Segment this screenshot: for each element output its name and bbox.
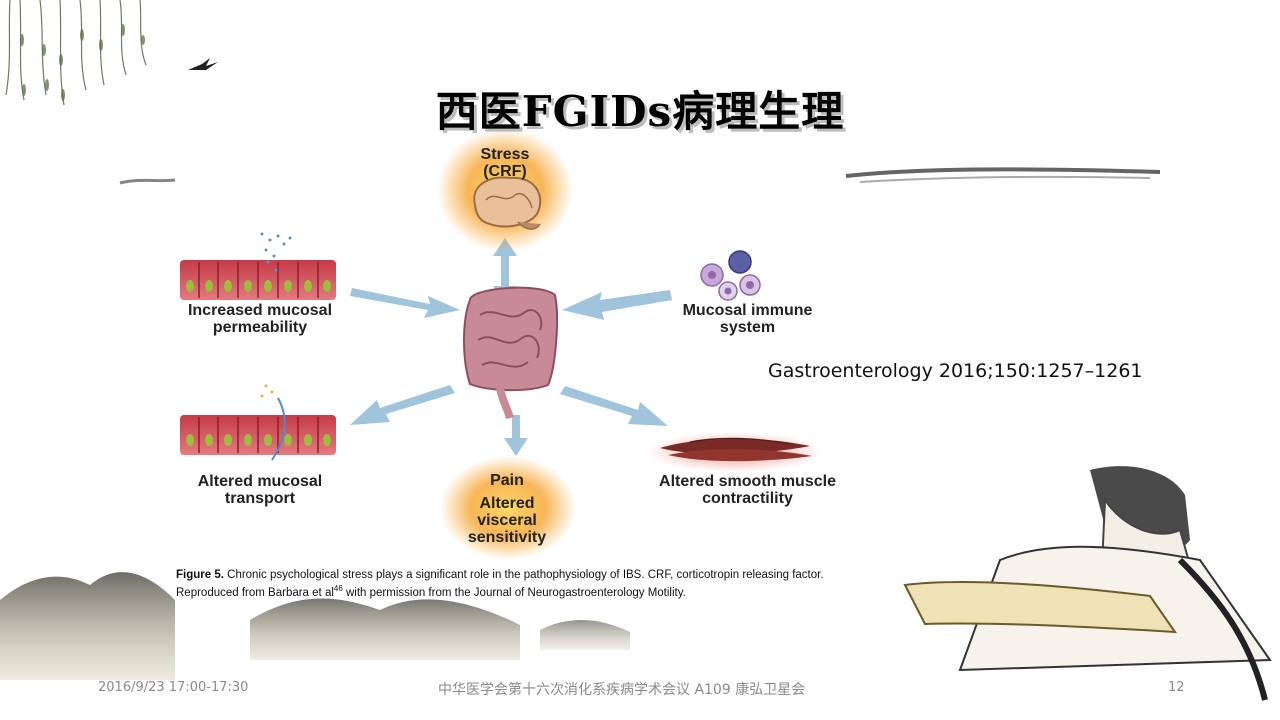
smooth-muscle-icon	[647, 432, 823, 472]
label-contractility-line1: Altered smooth muscle	[659, 473, 836, 490]
slide-title: 西医FGIDs病理生理	[435, 87, 845, 136]
label-pain-line4: sensitivity	[467, 529, 547, 546]
label-pain: Pain Altered visceral sensitivity	[448, 472, 566, 546]
label-transport-line2: transport	[224, 490, 296, 507]
figure-caption: Figure 5. Chronic psychological stress p…	[176, 568, 840, 600]
immune-cells-icon	[700, 250, 761, 301]
epithelium-cells-bottom	[180, 384, 336, 461]
label-pain-line3: visceral	[477, 512, 537, 529]
label-contractility-line2: contractility	[702, 490, 793, 507]
label-stress-line2: (CRF)	[483, 163, 527, 180]
label-immune-line1: Mucosal immune	[682, 302, 813, 319]
caption-text-b: with permission from the Journal of Neur…	[342, 586, 686, 599]
bird-icon	[188, 58, 218, 70]
label-stress: Stress (CRF)	[455, 146, 555, 180]
pain-glow	[440, 456, 576, 560]
label-immune-line2: system	[719, 319, 776, 336]
caption-text-a: Chronic psychological stress plays a sig…	[176, 569, 824, 599]
label-pain-line1: Pain	[490, 472, 524, 489]
ink-stroke-right	[845, 167, 1161, 178]
label-stress-line1: Stress	[480, 146, 530, 163]
intestine-icon	[463, 286, 559, 420]
footer-center: 中华医学会第十六次消化系疾病学术会议 A109 康弘卫星会	[438, 682, 806, 698]
label-transport-line1: Altered mucosal	[197, 473, 323, 490]
brain-icon	[473, 176, 542, 230]
footer-page-number: 12	[1168, 680, 1185, 695]
label-permeability: Increased mucosal permeability	[170, 302, 350, 336]
footer-date: 2016/9/23 17:00-17:30	[98, 680, 249, 695]
label-pain-line2: Altered	[479, 495, 535, 512]
mountain-decoration	[0, 572, 630, 680]
label-permeability-line1: Increased mucosal	[187, 302, 333, 319]
figure-label: Figure 5.	[176, 569, 224, 581]
label-immune: Mucosal immune system	[660, 302, 835, 336]
label-contractility: Altered smooth muscle contractility	[640, 473, 855, 507]
ink-stroke-left	[119, 178, 176, 185]
willow-leaves	[20, 24, 145, 101]
scholar-illustration	[903, 466, 1272, 701]
epithelium-cells-top	[180, 232, 336, 300]
caption-ref: 46	[333, 584, 343, 593]
label-permeability-line2: permeability	[212, 319, 308, 336]
citation: Gastroenterology 2016;150:1257–1261	[768, 360, 1143, 382]
label-transport: Altered mucosal transport	[170, 473, 350, 507]
